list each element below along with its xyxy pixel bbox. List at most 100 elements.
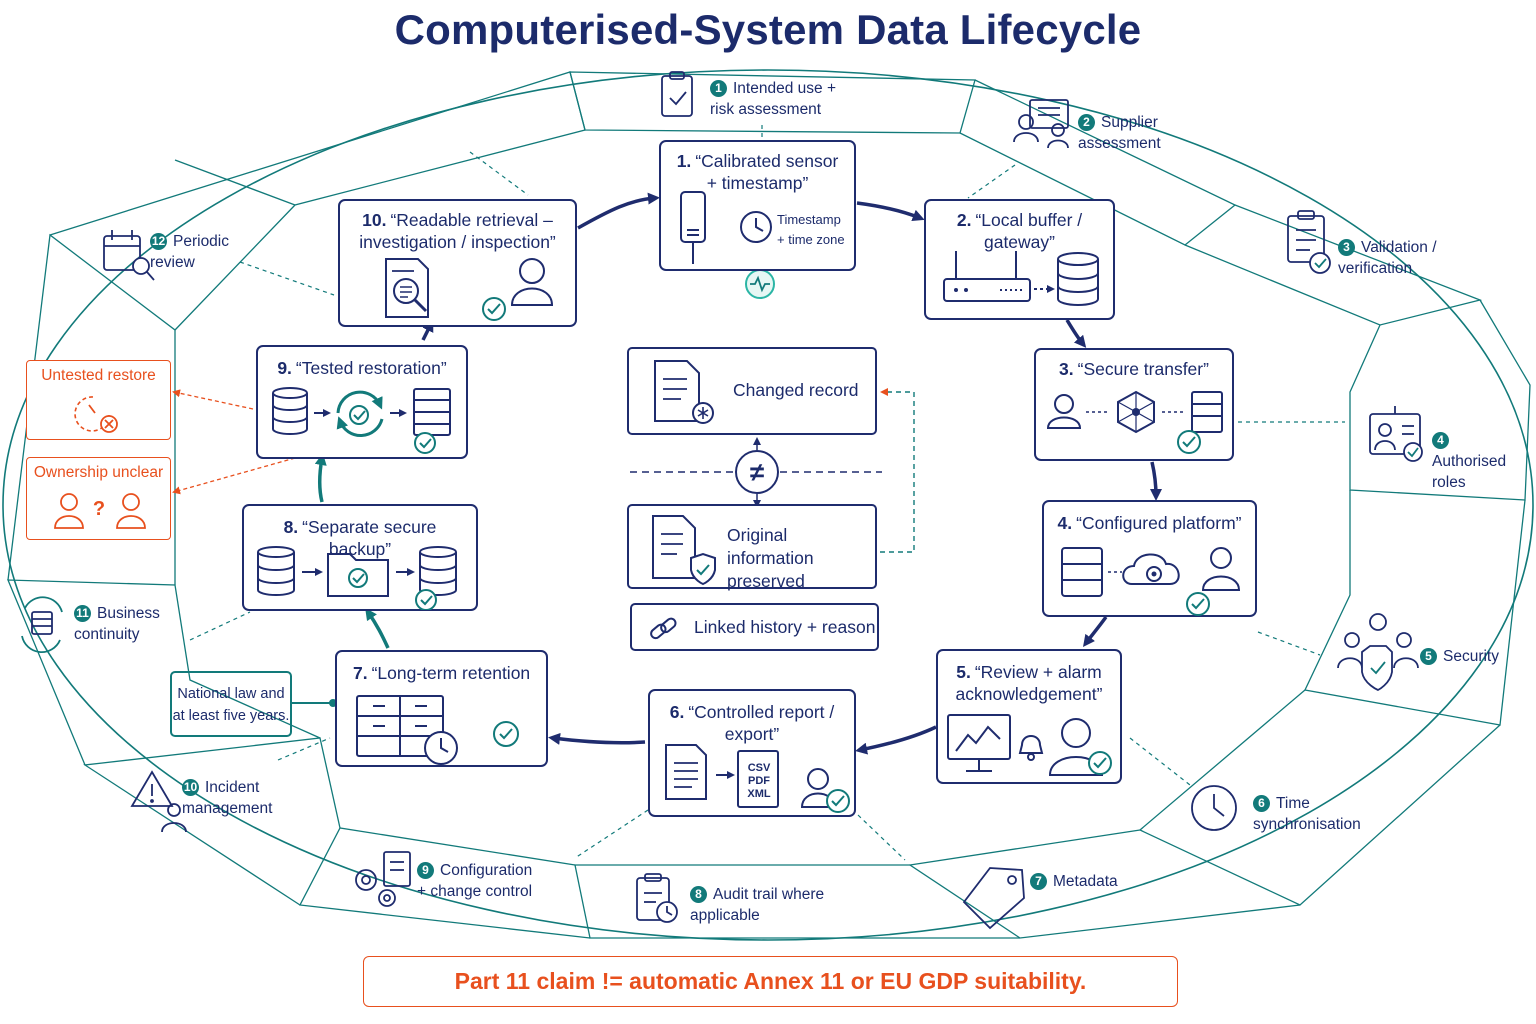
step-number: 9. [277, 358, 292, 378]
step-number: 5. [956, 662, 971, 682]
principle-label: Intended use + risk assessment [710, 80, 836, 118]
restore-error-icon [74, 396, 118, 433]
original-preserved-box: Original information preserved [627, 504, 877, 591]
step-9-box: 9.“Tested restoration” [256, 345, 468, 459]
principle-number: 5 [1420, 648, 1437, 665]
monitor-alarm-icon [947, 714, 1112, 776]
principle-label: Business continuity [74, 605, 160, 643]
principle-label: Periodic review [150, 233, 229, 271]
principle-number: 7 [1030, 873, 1047, 890]
step-label: “Long-term retention [371, 663, 531, 683]
clock-icon [1191, 785, 1237, 831]
timestamp-timezone-label: Timestamp + time zone [777, 212, 845, 247]
principle-label: Metadata [1053, 873, 1118, 890]
principle-label: Configuration + change control [417, 862, 533, 900]
linked-history-label: Linked history + reason [694, 617, 876, 637]
checklist-icon [1287, 210, 1331, 274]
step-5-box: 5.“Review + alarm acknowledgement” [936, 649, 1122, 784]
business-continuity-icon [21, 596, 63, 653]
configuration-gears-icon [355, 851, 411, 907]
step-number: 8. [283, 517, 299, 537]
flow-arrows [421, 192, 1162, 755]
principle-4: 4Authorised roles [1432, 430, 1528, 493]
principle-7: 7 Metadata [1030, 871, 1140, 892]
teal-flow-arrows [314, 453, 390, 649]
page-title: Computerised-System Data Lifecycle [394, 6, 1142, 53]
not-equal-symbol: ≠ [749, 457, 765, 487]
restore-cycle-icon [272, 387, 451, 454]
principle-number: 3 [1338, 239, 1355, 256]
principle-number: 10 [182, 779, 199, 796]
principle-number: 6 [1253, 795, 1270, 812]
step-number: 3. [1059, 359, 1074, 379]
step-label: “Readable retrieval – investigation / in… [359, 210, 556, 252]
principle-number: 11 [74, 605, 91, 622]
people-question-icon [54, 493, 146, 529]
gateway-router-icon [943, 251, 1031, 302]
principle-label: Incident management [182, 779, 273, 817]
archive-cabinet-icon [356, 695, 519, 765]
principle-number: 12 [150, 233, 167, 250]
step-label: “Secure transfer” [1077, 359, 1209, 379]
export-format-xml: XML [747, 788, 771, 800]
principle-label: Validation / verification [1338, 239, 1437, 277]
step-number: 10. [362, 210, 387, 230]
ownership-unclear-label: Ownership unclear [33, 464, 164, 481]
link-icon [650, 617, 677, 640]
center-divider [630, 437, 882, 508]
step-number: 2. [956, 210, 972, 230]
changed-record-box: Changed record [627, 347, 877, 435]
report-export-icon [665, 744, 850, 813]
step-label: “Calibrated sensor + timestamp” [695, 151, 839, 193]
principle-5: 5 Security [1420, 646, 1520, 667]
step-1-box: 1.“Calibrated sensor + timestamp” Timest… [659, 140, 856, 271]
original-preserved-label: Original information preserved [727, 525, 814, 591]
not-equal-circle [735, 450, 779, 494]
principle-label: Authorised roles [1432, 453, 1507, 491]
step-number: 4. [1057, 513, 1073, 533]
outer-ring [2, 69, 1534, 941]
principle-number: 2 [1078, 114, 1095, 131]
security-shield-icon [1337, 613, 1419, 691]
backup-database-icon [257, 546, 457, 610]
shield-document-icon [652, 515, 716, 586]
export-format-csv: CSV [747, 762, 771, 774]
principle-label: Security [1443, 648, 1499, 665]
step-number: 7. [353, 663, 368, 683]
step-label: “Tested restoration” [295, 358, 447, 378]
step-label: “Review + alarm acknowledgement” [955, 662, 1103, 704]
ownership-unclear-box: Ownership unclear ? [26, 457, 171, 540]
id-badge-icon [1369, 406, 1423, 462]
platform-cloud-icon [1061, 547, 1241, 616]
tag-icon [962, 867, 1025, 930]
step-7-box: 7.“Long-term retention [335, 650, 548, 767]
document-search-icon [385, 258, 554, 321]
step-2-box: 2.“Local buffer / gateway” [924, 199, 1115, 320]
footer-warning: Part 11 claim != automatic Annex 11 or E… [363, 956, 1178, 1007]
principle-number: 4 [1432, 432, 1449, 449]
changed-record-label: Changed record [733, 380, 859, 400]
step-number: 6. [669, 702, 685, 722]
step-8-box: 8.“Separate secure backup” [242, 504, 478, 611]
clock-icon [740, 211, 772, 243]
principle-number: 8 [690, 886, 707, 903]
clipboard-check-icon [661, 71, 693, 117]
export-format-pdf: PDF [748, 775, 770, 787]
pulse-icon [745, 269, 775, 299]
retention-law-note: National law and at least five years. [170, 671, 292, 737]
sensor-icon [680, 191, 706, 264]
supplier-people-icon [1013, 99, 1069, 149]
step-number: 1. [676, 151, 692, 171]
step-3-box: 3.“Secure transfer” [1034, 348, 1234, 461]
step-label: “Local buffer / gateway” [975, 210, 1083, 252]
question-mark: ? [92, 498, 106, 520]
linked-history-box: Linked history + reason [630, 603, 879, 651]
database-icon [1034, 252, 1099, 306]
